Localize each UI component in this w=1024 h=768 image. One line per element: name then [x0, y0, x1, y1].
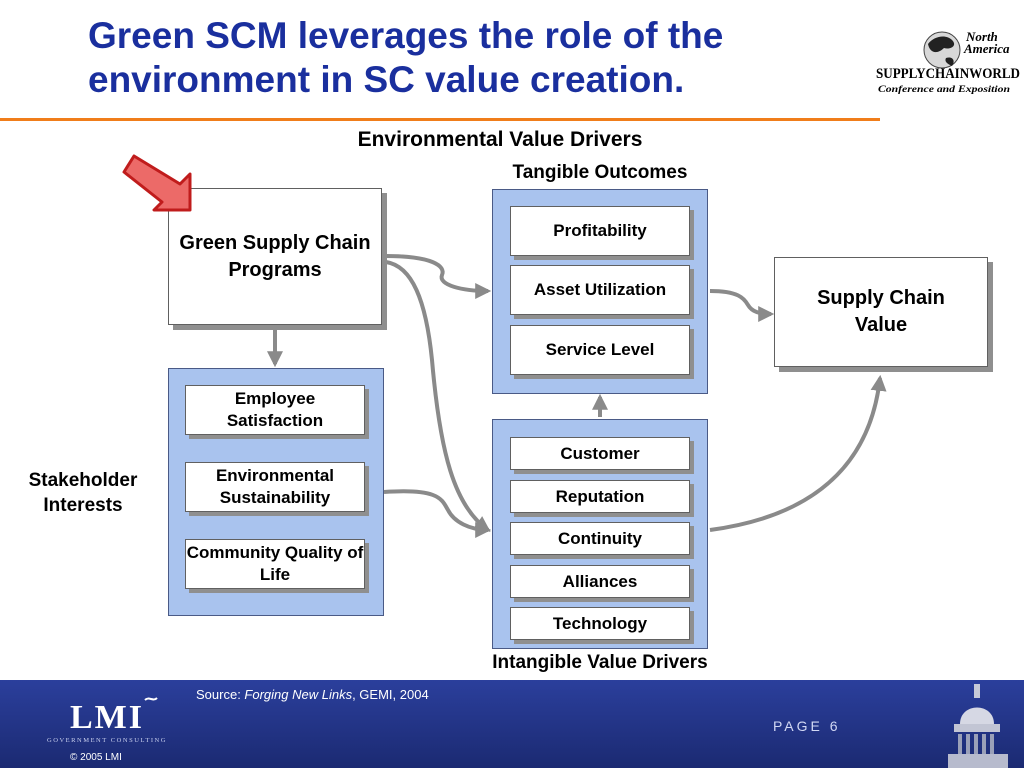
employee-satisfaction-box: Employee Satisfaction — [185, 385, 365, 435]
profitability-box: Profitability — [510, 206, 690, 256]
connector-stakeholder-to-intangible — [383, 489, 492, 538]
green-supply-chain-programs-label: Green Supply Chain Programs — [179, 231, 371, 281]
technology-label: Technology — [552, 613, 648, 633]
source-citation: Source: Forging New Links, GEMI, 2004 — [196, 687, 429, 702]
green-supply-chain-programs-box: Green Supply Chain Programs — [168, 188, 382, 325]
logo-america: America — [963, 41, 1010, 56]
logo-subtitle: Conference and Exposition — [878, 85, 1010, 95]
community-quality-label: Community Quality of Life — [186, 543, 364, 584]
connector-programs-to-tangible — [385, 254, 492, 299]
technology-box: Technology — [510, 607, 690, 640]
pointer-arrow-icon — [122, 154, 192, 212]
asset-utilization-label: Asset Utilization — [533, 280, 667, 299]
supply-chain-value-label: Supply Chain Value — [817, 287, 945, 336]
environmental-sustainability-box: Environmental Sustainability — [185, 462, 365, 512]
environmental-sustainability-label: Environmental Sustainability — [215, 466, 335, 507]
footer-bar — [0, 680, 1024, 768]
source-suffix: , GEMI, 2004 — [352, 687, 429, 702]
stakeholder-interests-label: Stakeholder Interests — [28, 470, 138, 516]
community-quality-box: Community Quality of Life — [185, 539, 365, 589]
logo-north: North — [965, 29, 998, 44]
connector-tangible-to-value — [709, 289, 775, 322]
profitability-label: Profitability — [553, 221, 647, 240]
diagram-heading: Environmental Value Drivers — [357, 128, 643, 151]
page-number: PAGE 6 — [773, 718, 841, 734]
copyright-text: © 2005 LMI — [70, 752, 122, 763]
lmi-logo-text: LMI — [70, 699, 144, 736]
tangible-outcomes-label: Tangible Outcomes — [512, 162, 688, 183]
service-level-label: Service Level — [545, 340, 655, 359]
reputation-label: Reputation — [555, 486, 645, 506]
logo-name: SUPPLYCHAINWORLD — [876, 66, 1020, 82]
continuity-box: Continuity — [510, 522, 690, 555]
alliances-box: Alliances — [510, 565, 690, 598]
source-title: Forging New Links — [244, 687, 353, 702]
supply-chain-world-logo: North America SUPPLYCHAINWORLD Conferenc… — [876, 29, 1020, 95]
service-level-box: Service Level — [510, 325, 690, 375]
capitol-dome-icon — [948, 684, 1008, 768]
connector-layer — [267, 254, 887, 538]
title-divider — [0, 118, 880, 121]
continuity-label: Continuity — [557, 528, 643, 548]
employee-satisfaction-label: Employee Satisfaction — [226, 389, 324, 430]
source-prefix: Source: — [196, 687, 245, 702]
intangible-drivers-label: Intangible Value Drivers — [492, 652, 708, 673]
asset-utilization-box: Asset Utilization — [510, 265, 690, 315]
lmi-logo: LMI GOVERNMENT CONSULTING — [47, 697, 167, 744]
connector-intangible-to-value — [709, 374, 887, 532]
customer-label: Customer — [560, 443, 640, 463]
supply-chain-value-box: Supply Chain Value — [774, 257, 988, 367]
alliances-label: Alliances — [562, 571, 638, 591]
reputation-box: Reputation — [510, 480, 690, 513]
page-title: Green SCM leverages the role of the envi… — [88, 15, 724, 100]
customer-box: Customer — [510, 437, 690, 470]
lmi-logo-subtitle: GOVERNMENT CONSULTING — [47, 737, 167, 744]
connector-programs-to-intangible — [385, 260, 491, 532]
